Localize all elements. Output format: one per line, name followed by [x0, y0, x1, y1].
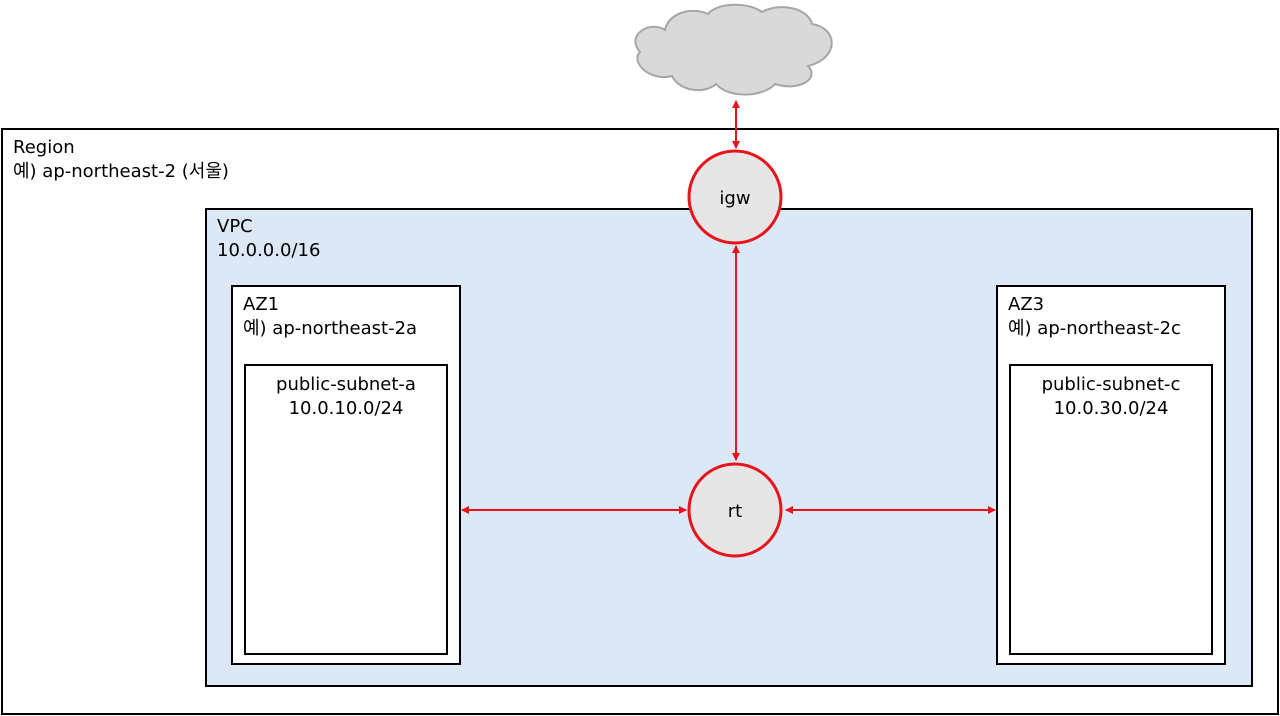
rt-label: rt — [728, 501, 742, 522]
az1-subtitle: 예) ap-northeast-2a — [243, 318, 418, 339]
subnet-c-cidr: 10.0.30.0/24 — [1053, 398, 1169, 419]
rt-node: rt — [687, 462, 783, 558]
igw-node: igw — [687, 149, 783, 245]
subnet-a-cidr: 10.0.10.0/24 — [288, 398, 404, 419]
az1-title: AZ1 — [243, 294, 280, 315]
az3-title: AZ3 — [1008, 294, 1045, 315]
region-title: Region — [13, 137, 75, 158]
igw-label: igw — [719, 188, 750, 209]
internet-cloud-icon — [634, 3, 833, 96]
subnet-c-name: public-subnet-c — [1041, 374, 1181, 395]
vpc-cidr: 10.0.0.0/16 — [217, 240, 321, 261]
subnet-a-name: public-subnet-a — [276, 374, 416, 395]
public-subnet-c-container: public-subnet-c 10.0.30.0/24 — [1009, 364, 1213, 655]
az3-subtitle: 예) ap-northeast-2c — [1008, 318, 1181, 339]
region-subtitle: 예) ap-northeast-2 (서울) — [13, 161, 229, 182]
public-subnet-a-container: public-subnet-a 10.0.10.0/24 — [244, 364, 448, 655]
vpc-title: VPC — [217, 216, 253, 237]
